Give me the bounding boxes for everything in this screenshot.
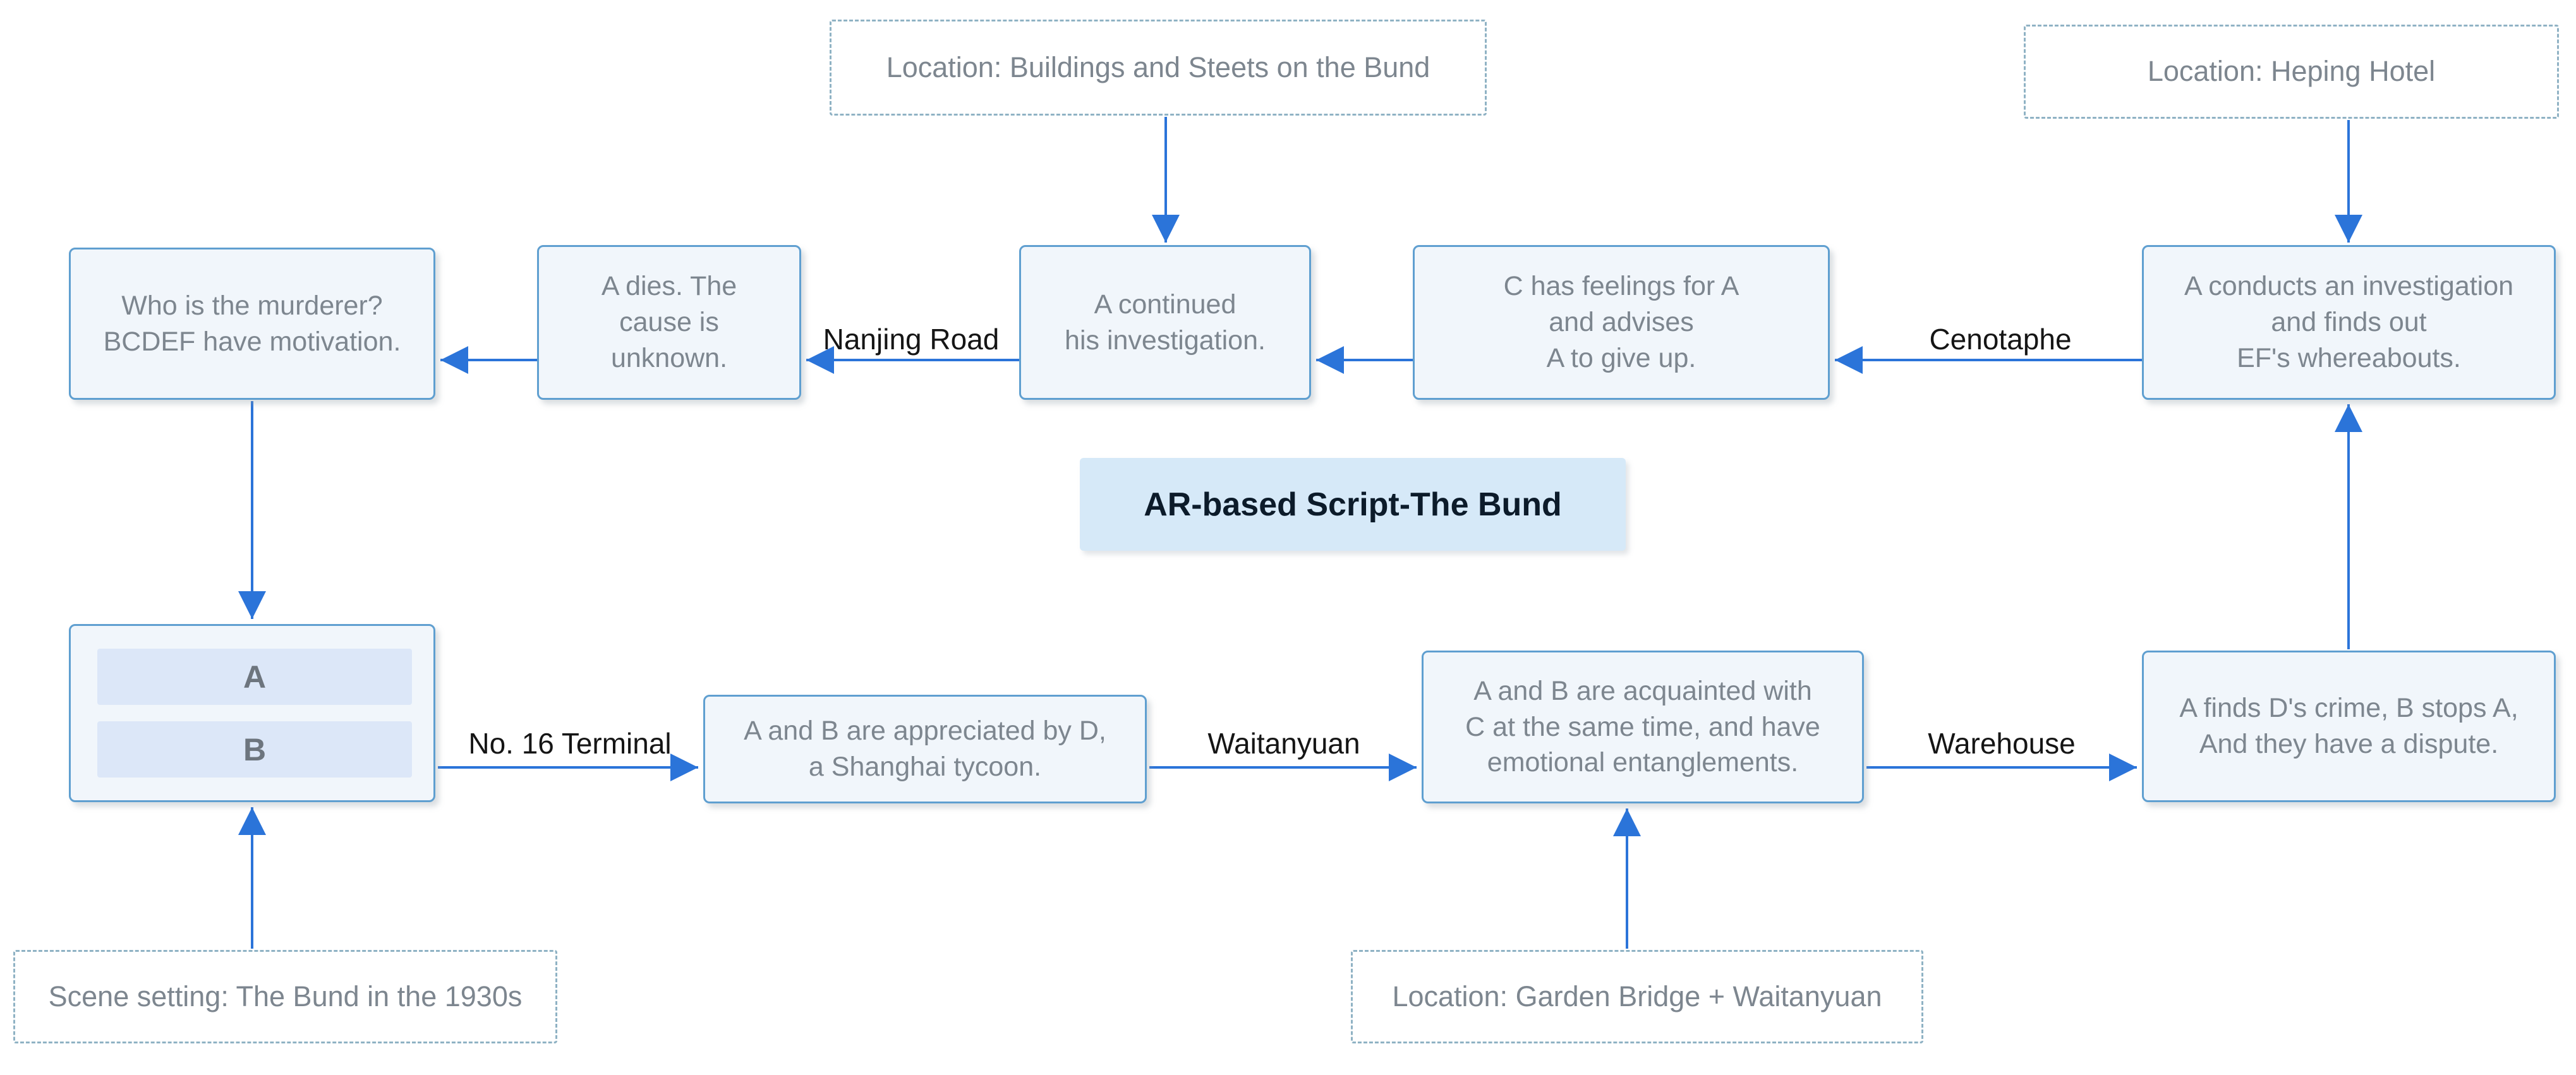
node-text: A and B are appreciated by D, a Shanghai… <box>744 716 1106 782</box>
node-a-continued-investigation: A continued his investigation. <box>1019 245 1311 400</box>
annotation-location-garden-bridge: Location: Garden Bridge + Waitanyuan <box>1351 950 1923 1043</box>
edge-label-nanjing-road: Nanjing Road <box>823 323 1000 356</box>
annotation-text: Scene setting: The Bund in the 1930s <box>48 980 523 1012</box>
node-a-conducts-investigation: A conducts an investigation and finds ou… <box>2142 245 2556 400</box>
edge-label-no16-terminal: No. 16 Terminal <box>468 727 672 760</box>
node-a-b-container: A B <box>69 624 435 802</box>
annotation-text: Location: Heping Hotel <box>2147 55 2436 88</box>
node-a-finds-d-crime: A finds D's crime, B stops A, And they h… <box>2142 651 2556 802</box>
node-a-row: A <box>97 649 412 705</box>
node-a-label: A <box>243 659 267 695</box>
annotation-scene-setting: Scene setting: The Bund in the 1930s <box>13 950 557 1043</box>
node-c-has-feelings: C has feelings for A and advises A to gi… <box>1413 245 1830 400</box>
node-text: A and B are acquainted with C at the sam… <box>1465 675 1820 778</box>
node-text: A dies. The cause is unknown. <box>601 271 737 373</box>
annotation-location-heping-hotel: Location: Heping Hotel <box>2024 25 2559 119</box>
node-text: A conducts an investigation and finds ou… <box>2184 271 2514 373</box>
annotation-text: Location: Garden Bridge + Waitanyuan <box>1392 980 1882 1012</box>
node-appreciated-by-d: A and B are appreciated by D, a Shanghai… <box>703 695 1147 803</box>
node-who-is-murderer: Who is the murderer? BCDEF have motivati… <box>69 248 435 400</box>
node-text: Who is the murderer? BCDEF have motivati… <box>103 290 401 357</box>
edge-label-warehouse: Warehouse <box>1928 727 2076 760</box>
node-text: A continued his investigation. <box>1065 289 1266 356</box>
edge-label-cenotaphe: Cenotaphe <box>1929 323 2072 356</box>
node-text: C has feelings for A and advises A to gi… <box>1503 271 1739 373</box>
annotation-location-bund-streets: Location: Buildings and Steets on the Bu… <box>830 20 1487 116</box>
annotation-text: Location: Buildings and Steets on the Bu… <box>886 51 1430 83</box>
diagram-title: AR-based Script-The Bund <box>1080 458 1626 551</box>
node-acquainted-with-c: A and B are acquainted with C at the sam… <box>1422 651 1864 803</box>
node-text: A finds D's crime, B stops A, And they h… <box>2179 693 2519 759</box>
node-b-row: B <box>97 721 412 778</box>
node-b-label: B <box>243 731 267 767</box>
node-a-dies: A dies. The cause is unknown. <box>537 245 801 400</box>
diagram-title-text: AR-based Script-The Bund <box>1144 486 1562 523</box>
edge-label-waitanyuan: Waitanyuan <box>1207 727 1360 760</box>
